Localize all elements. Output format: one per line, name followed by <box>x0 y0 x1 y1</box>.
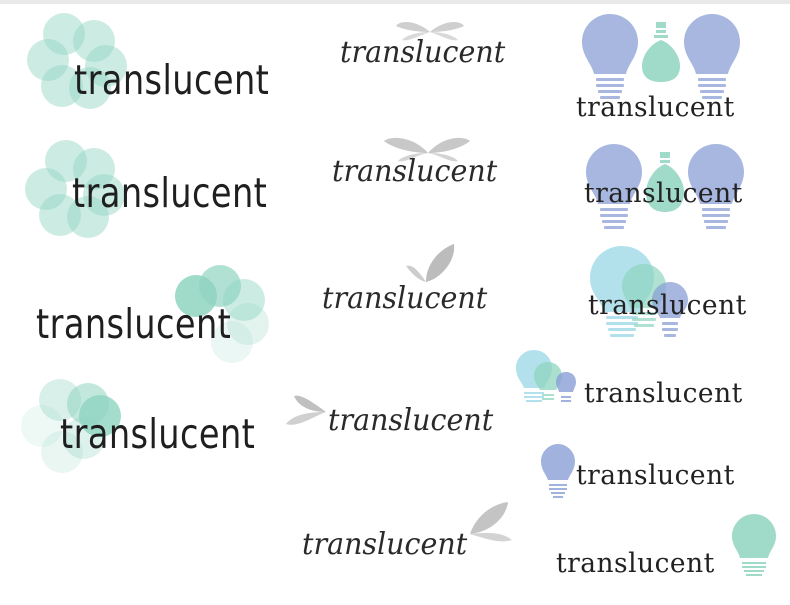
wordmark: translucent <box>584 178 743 209</box>
lightbulb-icon <box>732 514 776 576</box>
circle-cluster-icon <box>21 379 121 473</box>
logo-bulbs-2: translucent <box>584 142 764 234</box>
logo-wing-5: translucent <box>302 500 522 570</box>
wordmark: translucent <box>584 378 743 409</box>
lightbulb-icon <box>590 246 688 337</box>
wing-icon <box>396 22 464 41</box>
top-divider <box>0 0 790 4</box>
wordmark: translucent <box>576 460 735 491</box>
wordmark: translucent <box>60 410 256 458</box>
logo-wing-3: translucent <box>322 242 502 322</box>
logo-circles-2: translucent <box>18 135 268 238</box>
wordmark: translucent <box>340 35 506 70</box>
wordmark: translucent <box>74 56 270 104</box>
wordmark: translucent <box>36 300 232 348</box>
logo-circles-4: translucent <box>14 376 264 476</box>
wing-icon <box>286 395 326 425</box>
wing-icon <box>470 502 512 542</box>
wing-icon <box>384 137 470 162</box>
circle-cluster-icon <box>27 13 127 109</box>
wordmark: translucent <box>72 169 268 217</box>
logo-wing-1: translucent <box>338 18 518 78</box>
logo-bulbs-3: translucent <box>586 244 766 340</box>
wordmark: translucent <box>322 281 488 316</box>
wordmark: translucent <box>576 92 735 123</box>
lightbulb-icon <box>541 444 575 498</box>
logo-wing-2: translucent <box>332 135 512 195</box>
circle-cluster-icon <box>175 265 269 363</box>
wordmark: translucent <box>302 527 468 562</box>
logo-bulbs-6: translucent <box>556 512 786 582</box>
logo-bulbs-4: translucent <box>514 348 774 412</box>
logo-circles-1: translucent <box>20 8 270 109</box>
lightbulb-icon <box>516 350 576 402</box>
lightbulb-icon <box>586 144 744 229</box>
logo-circles-3: translucent <box>36 260 286 370</box>
wing-icon <box>406 244 455 282</box>
wordmark: translucent <box>332 154 498 189</box>
circle-cluster-icon <box>25 140 125 238</box>
wordmark: translucent <box>328 403 494 438</box>
wordmark: translucent <box>556 548 715 579</box>
logo-wing-4: translucent <box>280 392 500 452</box>
wordmark: translucent <box>588 290 747 321</box>
lightbulb-icon <box>582 14 740 99</box>
logo-bulbs-1: translucent <box>576 12 760 124</box>
logo-bulbs-5: translucent <box>540 442 770 502</box>
